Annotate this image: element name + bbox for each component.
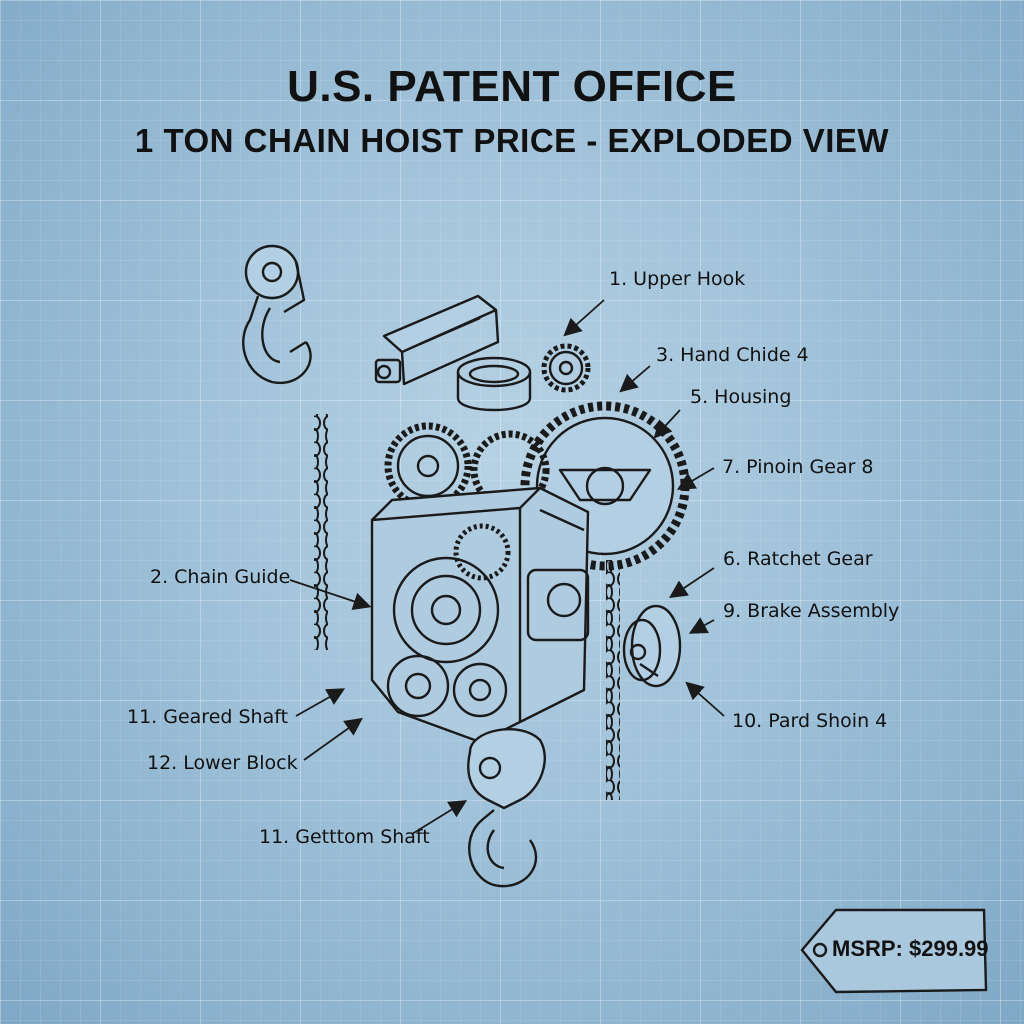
- label-ratchet-gear: 6. Ratchet Gear: [723, 548, 873, 570]
- price-tag-shape: [800, 908, 988, 994]
- page-title: U.S. PATENT OFFICE: [287, 62, 737, 111]
- label-pard-shoin: 10. Pard Shoin 4: [732, 710, 888, 732]
- upper-hook-part: [242, 244, 312, 385]
- price-tag-label: MSRP: $299.99: [832, 936, 989, 961]
- label-getttom-shaft: 11. Getttom Shaft: [259, 826, 430, 848]
- label-brake-assembly: 9. Brake Assembly: [723, 600, 900, 622]
- brake-assembly-part: [622, 604, 682, 688]
- housing-part: [370, 486, 590, 744]
- small-sprocket-part: [541, 343, 591, 393]
- page-subtitle: 1 TON CHAIN HOIST PRICE - EXPLODED VIEW: [134, 122, 890, 159]
- lower-hook-part: [467, 728, 546, 888]
- label-geared-shaft: 11. Geared Shaft: [127, 706, 289, 728]
- label-pinoin-gear: 7. Pinoin Gear 8: [722, 456, 874, 478]
- bracket-part: [374, 294, 500, 386]
- label-upper-hook: 1. Upper Hook: [609, 268, 746, 290]
- label-chain-guide: 2. Chain Guide: [150, 566, 291, 588]
- ring-part: [456, 356, 532, 412]
- label-lower-block: 12. Lower Block: [147, 752, 298, 774]
- label-hand-chide: 3. Hand Chide 4: [656, 344, 809, 366]
- left-chain-part: [314, 414, 328, 650]
- right-chain-part: [606, 560, 620, 800]
- label-housing: 5. Housing: [690, 386, 792, 408]
